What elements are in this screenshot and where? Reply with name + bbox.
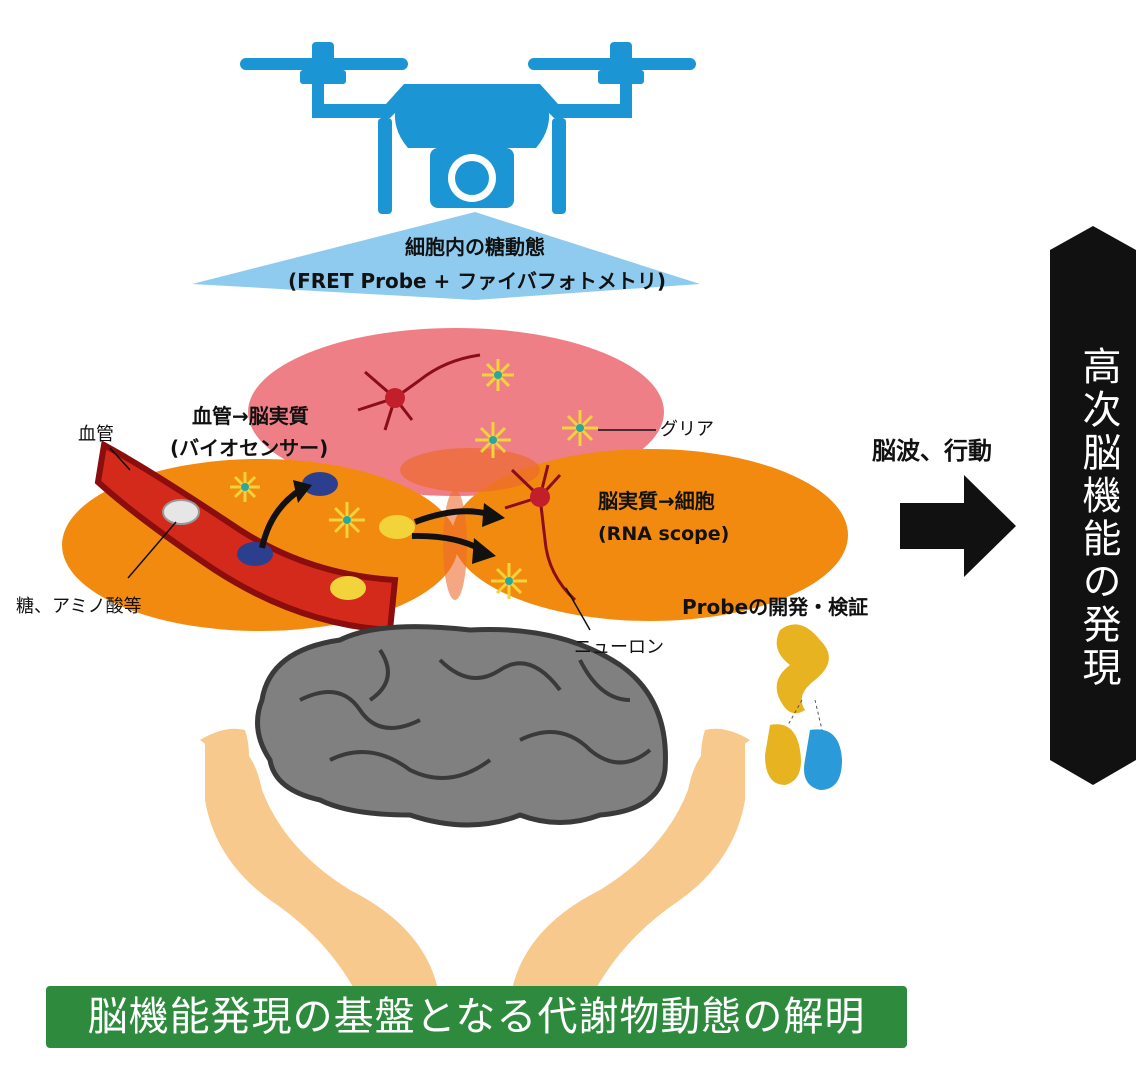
- neuron-icon: [357, 353, 577, 602]
- drone-caption-line1: 細胞内の糖動態: [405, 235, 545, 259]
- conclusion-banner: 脳機能発現の基盤となる代謝物動態の解明: [46, 986, 907, 1048]
- brain-icon: [255, 624, 668, 828]
- molecule-yellow: [379, 515, 415, 539]
- drone-icon: [240, 42, 696, 214]
- right-bar: [1050, 226, 1136, 785]
- brainwave-label: 脳波、行動: [872, 437, 992, 465]
- vessel-to-parenchyma-label: 血管→脳実質: [192, 404, 309, 428]
- probe-label: Probeの開発・検証: [682, 595, 869, 619]
- parenchyma-to-cell-label: 脳実質→細胞: [598, 489, 715, 513]
- sugar-amino-label: 糖、アミノ酸等: [16, 596, 142, 617]
- neuron-label: ニューロン: [574, 637, 664, 658]
- parenchyma-region: [452, 449, 848, 621]
- molecule-blue: [302, 472, 338, 496]
- glia-label: グリア: [660, 419, 714, 440]
- glia-region: [248, 328, 664, 496]
- drone-caption-line2: (FRET Probe + ファイバフォトメトリ): [287, 269, 667, 293]
- right-arrow-icon: [900, 475, 1016, 577]
- vessel-label: 血管: [78, 424, 114, 445]
- right-bar-text: 高次脳機能の発現: [1076, 346, 1121, 690]
- hands-icon: [200, 728, 750, 1000]
- protein-structure-icon: [765, 624, 842, 790]
- biosensor-label: (バイオセンサー): [170, 436, 329, 460]
- leader-lines: [109, 429, 656, 631]
- camera-beam: [192, 212, 700, 300]
- rna-scope-label: (RNA scope): [598, 523, 730, 545]
